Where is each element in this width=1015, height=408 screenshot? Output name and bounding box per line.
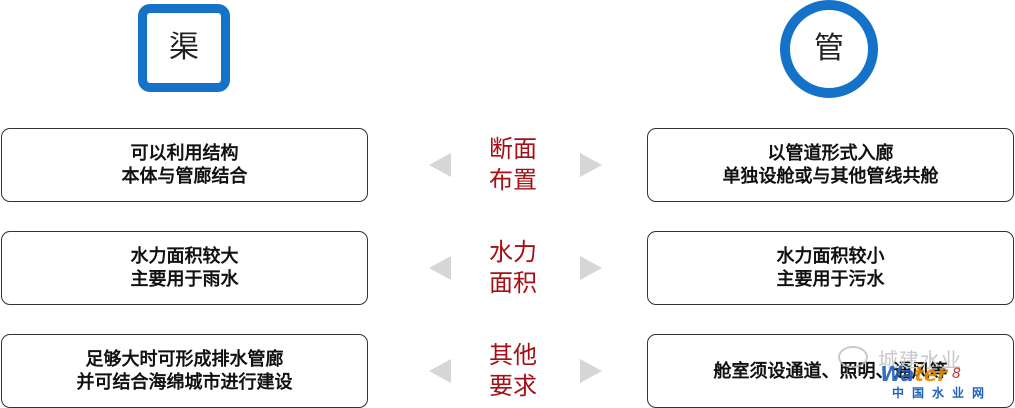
left-box-line: 水力面积较大 (130, 246, 239, 267)
left-box-line: 足够大时可形成排水管廊 (85, 349, 284, 370)
middle-label-line: 其他 (489, 341, 537, 369)
left-box-hydraulic: 水力面积较大 主要用于雨水 (1, 231, 368, 305)
right-box-line: 单独设舱或与其他管线共舱 (722, 166, 939, 187)
right-box-other: 舱室须设通道、照明、通风等 (647, 334, 1014, 408)
channel-header-square: 渠 (138, 4, 230, 92)
right-box-hydraulic: 水力面积较小 主要用于污水 (647, 231, 1014, 305)
middle-label-line: 要求 (489, 372, 537, 400)
left-box-line: 可以利用结构 (130, 143, 239, 164)
left-box-layout: 可以利用结构 本体与管廊结合 (1, 128, 368, 202)
middle-label-layout: 断面 布置 (470, 134, 556, 196)
right-box-line: 舱室须设通道、照明、通风等 (713, 360, 948, 382)
right-arrow-icon (580, 359, 602, 383)
middle-label-line: 断面 (489, 135, 537, 163)
right-box-line: 主要用于污水 (776, 269, 885, 290)
left-box-line: 本体与管廊结合 (121, 166, 248, 187)
left-arrow-icon (429, 256, 451, 280)
right-arrow-icon (580, 256, 602, 280)
left-box-line: 主要用于雨水 (130, 269, 239, 290)
left-arrow-icon (429, 153, 451, 177)
right-box-line: 以管道形式入廊 (767, 143, 894, 164)
middle-label-line: 布置 (489, 166, 537, 194)
middle-label-line: 面积 (489, 269, 537, 297)
left-box-other: 足够大时可形成排水管廊 并可结合海绵城市进行建设 (1, 334, 368, 408)
left-box-line: 并可结合海绵城市进行建设 (76, 372, 293, 393)
left-arrow-icon (429, 359, 451, 383)
pipe-header-label: 管 (814, 31, 844, 66)
middle-label-line: 水力 (489, 238, 537, 266)
middle-label-other: 其他 要求 (470, 340, 556, 402)
middle-label-hydraulic: 水力 面积 (470, 237, 556, 299)
right-arrow-icon (580, 153, 602, 177)
right-box-layout: 以管道形式入廊 单独设舱或与其他管线共舱 (647, 128, 1014, 202)
right-box-line: 水力面积较小 (776, 246, 885, 267)
channel-header-label: 渠 (169, 30, 199, 65)
pipe-header-circle: 管 (780, 0, 878, 98)
